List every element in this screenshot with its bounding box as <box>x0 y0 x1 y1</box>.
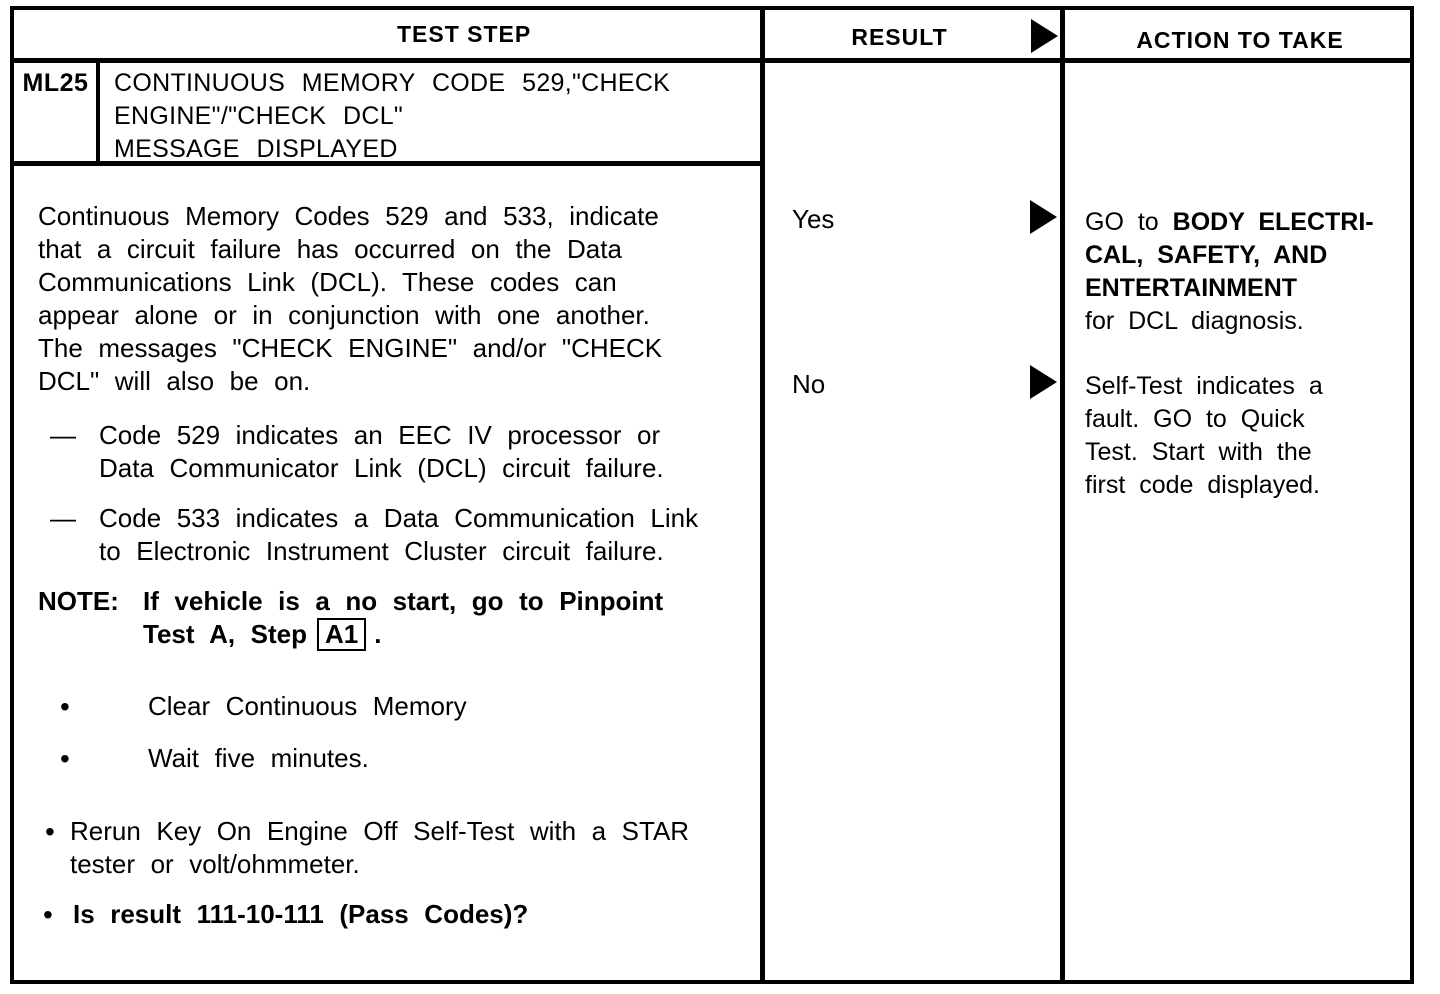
action-line: fault. GO to Quick <box>1085 404 1410 437</box>
action-line: first code displayed. <box>1085 470 1410 503</box>
action-text: GO to <box>1085 208 1173 236</box>
dash-line: Code 529 indicates an EEC IV processor o… <box>99 420 661 450</box>
bullet-line: Clear Continuous Memory <box>148 691 467 721</box>
column-header-action-to-take: ACTION TO TAKE <box>1136 27 1344 53</box>
step-id-cell-divider <box>96 60 100 163</box>
action-for-no: Self-Test indicates a fault. GO to Quick… <box>1085 371 1410 503</box>
action-text: fault. GO to Quick <box>1085 405 1305 433</box>
dash-item-text: Code 529 indicates an EEC IV processor o… <box>99 419 664 485</box>
action-text: first code displayed. <box>1085 471 1320 499</box>
bullet-icon: • <box>43 899 53 930</box>
column-header-result: RESULT <box>851 24 948 50</box>
dash-icon: — <box>50 503 76 533</box>
result-yes-arrow-icon <box>1030 200 1057 234</box>
step-title: CONTINUOUS MEMORY CODE 529,"CHECK ENGINE… <box>114 67 724 166</box>
action-line: for DCL diagnosis. <box>1085 306 1410 339</box>
note-line-2-period: . <box>374 619 382 649</box>
paragraph-line: Communications Link (DCL). These codes c… <box>38 267 617 297</box>
bullet-is-result-pass-codes: • Is result 111-10-111 (Pass Codes)? <box>38 898 750 931</box>
result-yes-label: Yes <box>792 204 835 234</box>
table-outer-border <box>10 6 1414 984</box>
step-row-divider <box>14 161 760 166</box>
action-line: GO to BODY ELECTRI- <box>1085 207 1410 240</box>
note-line-2: Test A, Step A1. <box>143 618 663 651</box>
action-text-bold: BODY ELECTRI- <box>1172 208 1374 236</box>
column-divider-action <box>1060 10 1065 984</box>
bullet-line: Wait five minutes. <box>148 743 369 773</box>
code-533-dash-item: — Code 533 indicates a Data Communicatio… <box>38 502 750 568</box>
paragraph-line: The messages "CHECK ENGINE" and/or "CHEC… <box>38 333 663 363</box>
header-row-divider <box>14 58 1414 63</box>
paragraph-line: that a circuit failure has occurred on t… <box>38 234 622 264</box>
paragraph-line: DCL" will also be on. <box>38 366 311 396</box>
bullet-text: Is result 111-10-111 (Pass Codes)? <box>73 898 528 931</box>
bullet-wait-five-minutes: • Wait five minutes. <box>38 742 750 775</box>
step-title-line: CONTINUOUS MEMORY CODE 529,"CHECK <box>114 69 671 97</box>
bullet-line: Is result 111-10-111 (Pass Codes)? <box>73 899 529 929</box>
dash-line: to Electronic Instrument Cluster circuit… <box>99 536 664 566</box>
action-text: Self-Test indicates a <box>1085 372 1323 400</box>
note-line-2-text: Test A, Step <box>143 619 307 649</box>
result-header-arrow-icon <box>1031 19 1058 53</box>
action-line: ENTERTAINMENT <box>1085 273 1410 306</box>
bullet-text: Wait five minutes. <box>148 742 369 775</box>
step-ref-box: A1 <box>317 618 367 651</box>
note-line-1: If vehicle is a no start, go to Pinpoint <box>143 586 664 616</box>
paragraph-line: appear alone or in conjunction with one … <box>38 300 650 330</box>
step-title-line: ENGINE"/"CHECK DCL" <box>114 102 404 130</box>
dash-icon: — <box>50 420 76 450</box>
bullet-text: Rerun Key On Engine Off Self-Test with a… <box>70 815 689 881</box>
result-no-label: No <box>792 369 826 399</box>
action-text-bold: ENTERTAINMENT <box>1085 274 1298 302</box>
note-block: NOTE: If vehicle is a no start, go to Pi… <box>38 585 750 651</box>
dash-line: Code 533 indicates a Data Communication … <box>99 503 699 533</box>
test-step-cell: Continuous Memory Codes 529 and 533, ind… <box>38 200 750 931</box>
column-header-test-step: TEST STEP <box>397 21 532 47</box>
action-text: Test. Start with the <box>1085 438 1312 466</box>
action-line: CAL, SAFETY, AND <box>1085 240 1410 273</box>
action-line: Test. Start with the <box>1085 437 1410 470</box>
code-529-dash-item: — Code 529 indicates an EEC IV processor… <box>38 419 750 485</box>
dash-item-text: Code 533 indicates a Data Communication … <box>99 502 698 568</box>
column-divider-result <box>760 10 765 984</box>
note-text: If vehicle is a no start, go to Pinpoint… <box>143 585 663 651</box>
step-id: ML25 <box>22 69 89 97</box>
bullet-line: Rerun Key On Engine Off Self-Test with a… <box>70 816 690 846</box>
bullet-icon: • <box>60 743 70 774</box>
action-for-yes: GO to BODY ELECTRI- CAL, SAFETY, AND ENT… <box>1085 207 1410 339</box>
step-title-line: MESSAGE DISPLAYED <box>114 135 398 163</box>
bullet-clear-memory: • Clear Continuous Memory <box>38 690 750 723</box>
result-no-arrow-icon <box>1030 365 1057 399</box>
test-step-paragraph: Continuous Memory Codes 529 and 533, ind… <box>38 200 750 398</box>
paragraph-line: Continuous Memory Codes 529 and 533, ind… <box>38 201 659 231</box>
action-line: Self-Test indicates a <box>1085 371 1410 404</box>
bullet-rerun-self-test: • Rerun Key On Engine Off Self-Test with… <box>38 815 750 881</box>
bullet-icon: • <box>45 816 55 847</box>
note-label: NOTE: <box>38 586 119 616</box>
action-text-bold: CAL, SAFETY, AND <box>1085 241 1328 269</box>
bullet-icon: • <box>60 691 70 722</box>
bullet-line: tester or volt/ohmmeter. <box>70 849 360 879</box>
action-text: for DCL diagnosis. <box>1085 307 1304 335</box>
dash-line: Data Communicator Link (DCL) circuit fai… <box>99 453 664 483</box>
bullet-text: Clear Continuous Memory <box>148 690 467 723</box>
